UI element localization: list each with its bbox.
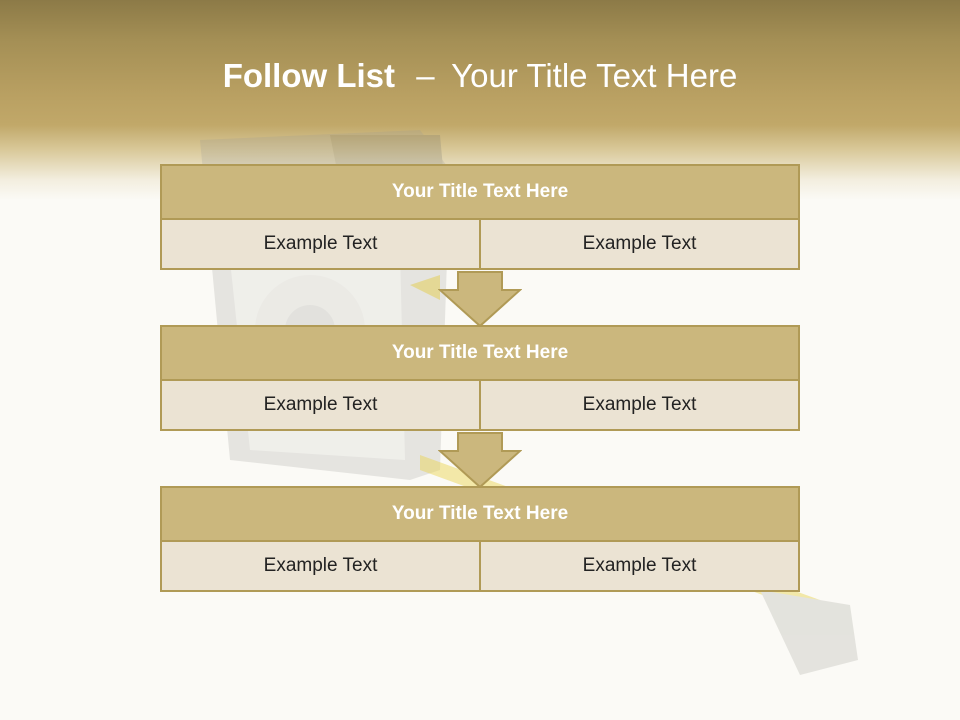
down-arrow-icon [438, 432, 522, 489]
list-block-2: Your Title Text Here Example Text Exampl… [160, 325, 800, 431]
block-row: Example Text Example Text [160, 381, 800, 431]
block-cell-left: Example Text [263, 555, 378, 576]
title-dash: – [416, 57, 435, 94]
block-cell-left: Example Text [263, 394, 378, 415]
block-cell-right: Example Text [479, 542, 798, 590]
list-block-1: Your Title Text Here Example Text Exampl… [160, 164, 800, 270]
title-rest: Your Title Text Here [451, 57, 738, 94]
block-cell-left: Example Text [263, 233, 378, 254]
down-arrow-icon [438, 271, 522, 328]
list-block-3: Your Title Text Here Example Text Exampl… [160, 486, 800, 592]
block-row: Example Text Example Text [160, 542, 800, 592]
block-row: Example Text Example Text [160, 220, 800, 270]
block-title: Your Title Text Here [160, 164, 800, 220]
block-title: Your Title Text Here [160, 486, 800, 542]
slide-title: Follow List – Your Title Text Here [0, 52, 960, 100]
block-cell-right: Example Text [479, 220, 798, 268]
title-bold: Follow List [222, 57, 396, 94]
block-cell-right: Example Text [479, 381, 798, 429]
block-title: Your Title Text Here [160, 325, 800, 381]
